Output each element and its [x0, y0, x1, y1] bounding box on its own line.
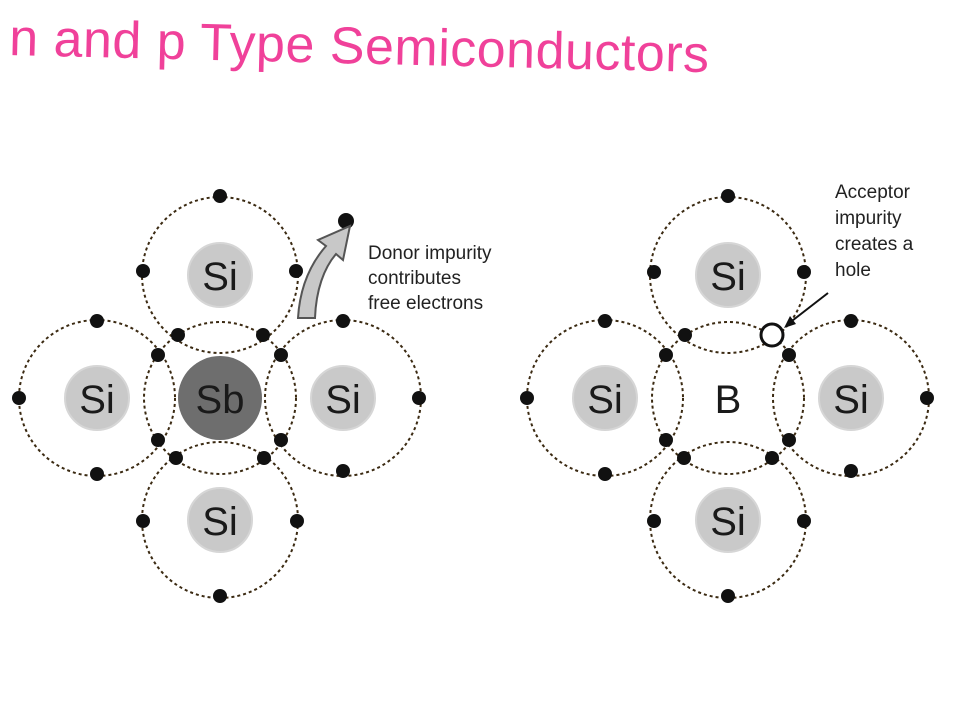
n-atom-bottom-label: Si — [202, 500, 238, 544]
electron — [782, 348, 796, 362]
p-atom-top — [695, 242, 761, 308]
hole — [759, 322, 785, 348]
electron — [721, 589, 735, 603]
electron — [169, 451, 183, 465]
electron — [647, 265, 661, 279]
p-atom-center-label: B — [715, 378, 742, 422]
hole-pointer-line — [787, 292, 829, 325]
p-electrons — [520, 189, 934, 603]
donor-note-line-3: free electrons — [368, 293, 483, 314]
electron — [797, 265, 811, 279]
n-atom-left-label: Si — [79, 378, 115, 422]
electron — [678, 328, 692, 342]
electron — [920, 391, 934, 405]
hole-pointer-arrowhead — [784, 316, 796, 328]
acceptor-note-line-2: impurity — [835, 208, 902, 229]
electron — [677, 451, 691, 465]
electron — [336, 464, 350, 478]
electron — [257, 451, 271, 465]
electron — [12, 391, 26, 405]
electron — [520, 391, 534, 405]
electron — [598, 314, 612, 328]
p-atom-center — [698, 368, 758, 428]
p-atom-bottom-label: Si — [710, 500, 746, 544]
electron — [90, 314, 104, 328]
electron — [844, 314, 858, 328]
electron — [782, 433, 796, 447]
electron — [136, 264, 150, 278]
electron — [274, 433, 288, 447]
electron — [290, 514, 304, 528]
p-atom-left-label: Si — [587, 378, 623, 422]
n-atom-right-label: Si — [325, 378, 361, 422]
free-electron-arrow — [296, 224, 352, 319]
electron — [721, 189, 735, 203]
orbit-center — [651, 321, 805, 475]
donor-note-line-1: Donor impurity — [368, 243, 492, 264]
electron — [336, 314, 350, 328]
orbit-center — [143, 321, 297, 475]
n-atom-center — [178, 356, 262, 440]
electron — [151, 433, 165, 447]
electron — [844, 464, 858, 478]
electron — [90, 467, 104, 481]
electron — [765, 451, 779, 465]
electron — [598, 467, 612, 481]
electron — [213, 189, 227, 203]
electron — [213, 589, 227, 603]
n-electrons — [12, 189, 426, 603]
electron — [647, 514, 661, 528]
electron — [659, 433, 673, 447]
n-atom-bottom — [187, 487, 253, 553]
acceptor-note-line-1: Acceptor — [835, 182, 911, 203]
electron — [797, 514, 811, 528]
acceptor-note-line-4: hole — [835, 260, 871, 281]
p-atom-left — [572, 365, 638, 431]
n-atom-top-label: Si — [202, 255, 238, 299]
n-atom-right — [310, 365, 376, 431]
free-electron — [338, 213, 354, 229]
n-atom-center-label: Sb — [196, 378, 245, 422]
electron — [151, 348, 165, 362]
p-atom-bottom — [695, 487, 761, 553]
electron — [289, 264, 303, 278]
electron — [659, 348, 673, 362]
p-atom-right-label: Si — [833, 378, 869, 422]
p-atom-top-label: Si — [710, 255, 746, 299]
electron — [412, 391, 426, 405]
electron — [256, 328, 270, 342]
p-atom-right — [818, 365, 884, 431]
electron — [136, 514, 150, 528]
p-type-lattice: Si Si Si Si B — [520, 182, 934, 603]
n-type-lattice: Si Si Si Si Sb — [12, 189, 492, 603]
acceptor-note-line-3: creates a — [835, 234, 914, 255]
n-atom-left — [64, 365, 130, 431]
electron — [171, 328, 185, 342]
electron — [274, 348, 288, 362]
donor-note-line-2: contributes — [368, 268, 461, 289]
n-atom-top — [187, 242, 253, 308]
